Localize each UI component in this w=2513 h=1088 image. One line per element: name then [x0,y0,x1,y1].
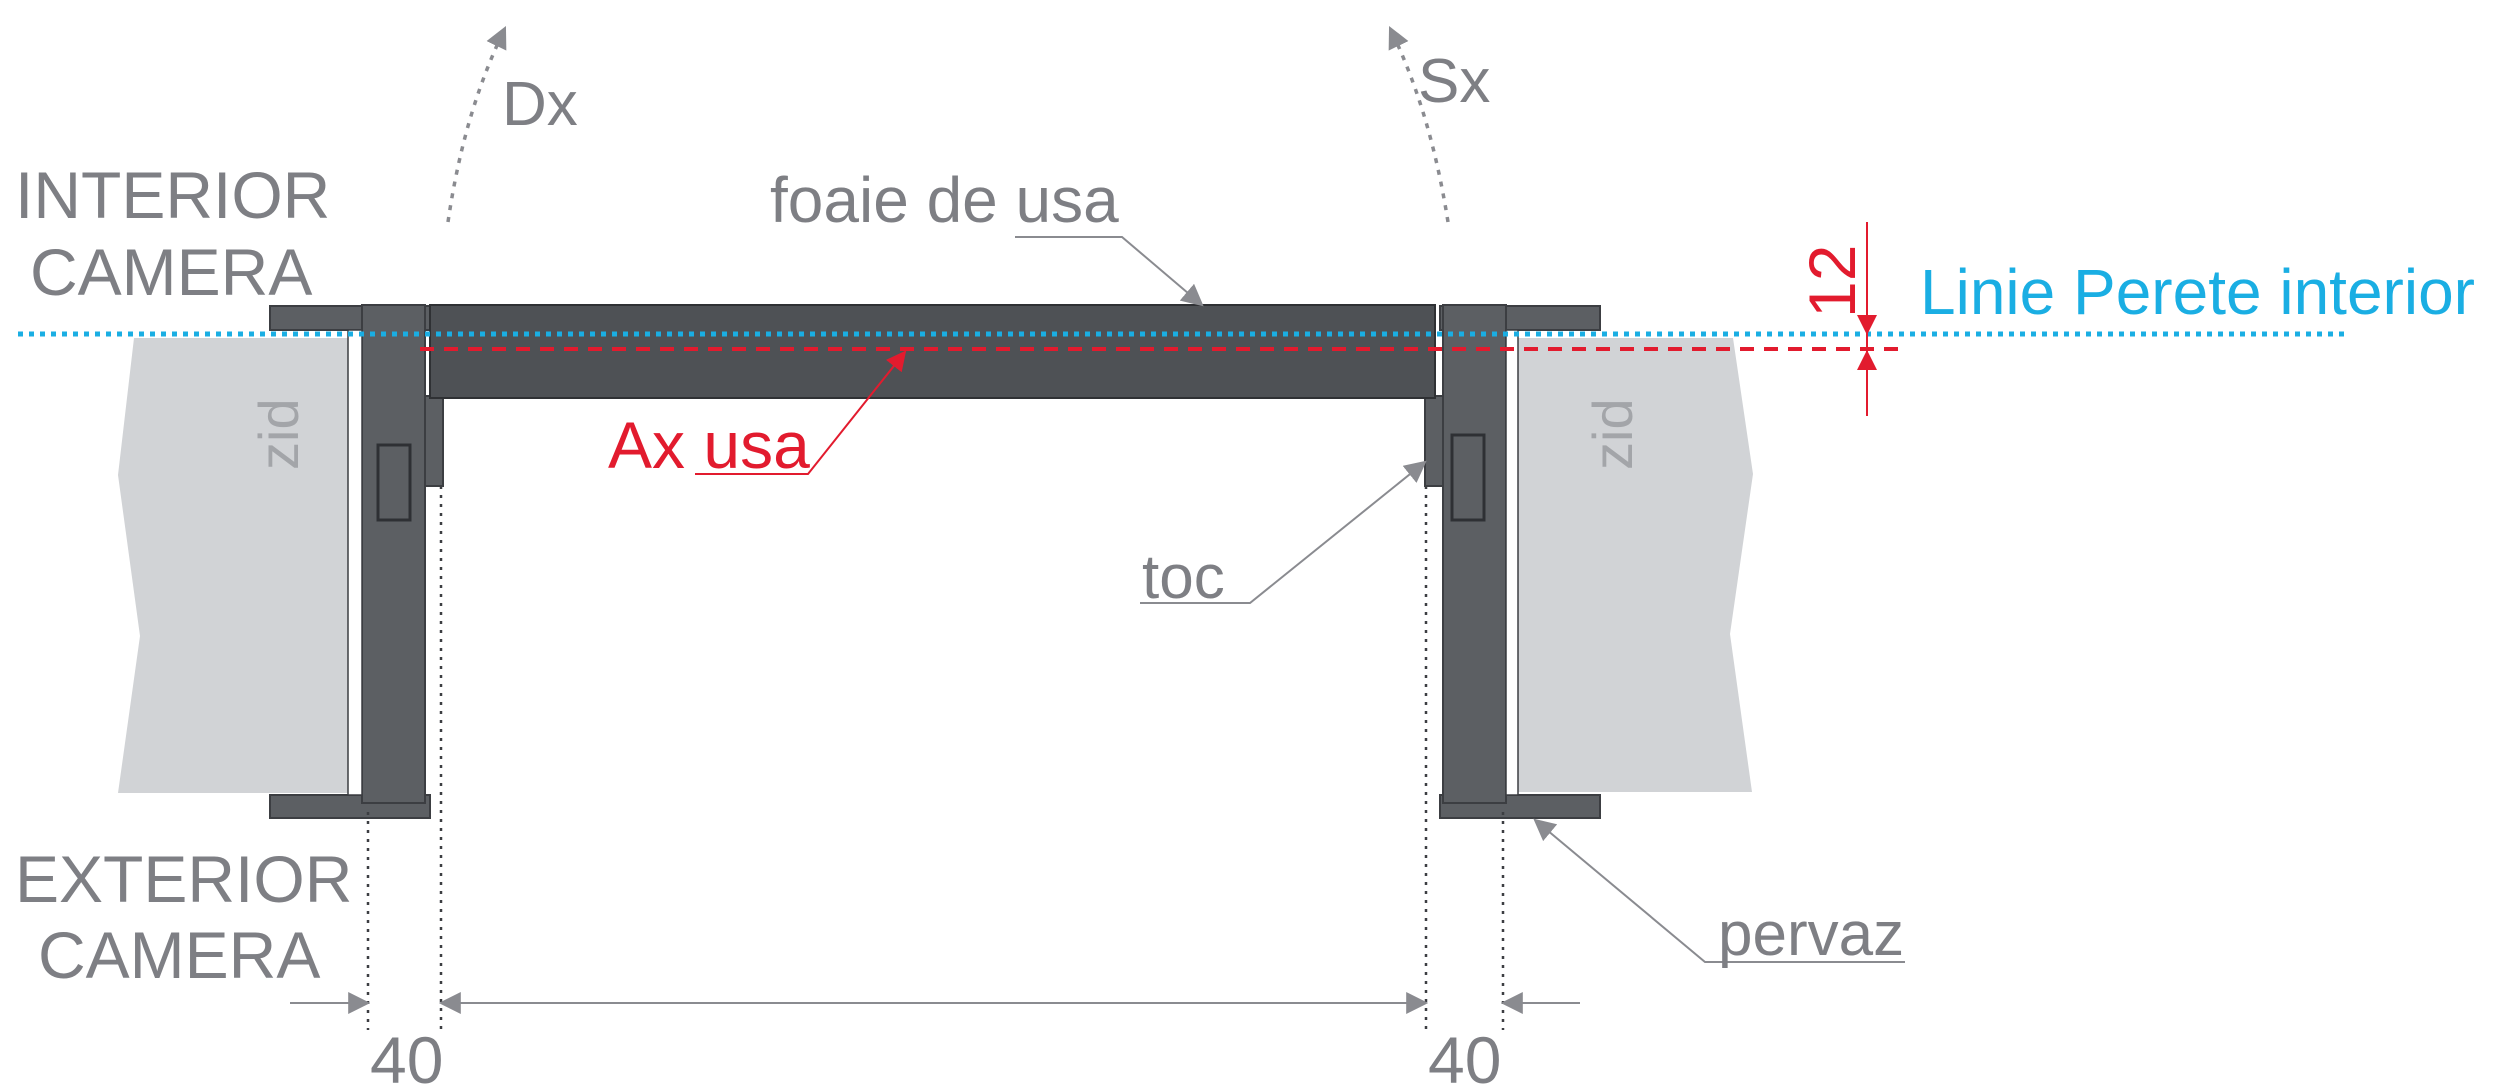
door-leaf-leader [1015,236,1204,307]
left-frame-groove [376,443,412,522]
swing-left-label: Sx [1418,47,1490,116]
casing-label: pervaz [1718,900,1904,969]
frame-label: toc [1142,543,1225,612]
exterior-room-label: EXTERIOR [15,842,352,916]
left-frame-stop [424,395,444,487]
right-wall-label: zid [1581,398,1644,470]
swing-right-label: Dx [502,70,578,139]
right-frame-groove [1450,433,1486,522]
offset-dimension-label: 12 [1795,245,1869,318]
left-wall [118,338,348,793]
left-wall-gap [347,329,363,796]
exterior-room-label-2: CAMERA [38,918,320,992]
frame-dimension-left-label: 40 [370,1023,443,1088]
frame-dimension-right-label: 40 [1428,1023,1501,1088]
interior-room-label: INTERIOR [15,158,330,232]
right-door-frame [1442,304,1507,804]
swing-arrow-right [446,26,507,223]
interior-room-label-2: CAMERA [30,235,312,309]
casing-leader [1533,818,1905,963]
door-leaf-label: foaie de usa [770,164,1119,236]
door-leaf [429,304,1436,399]
right-wall-gap [1505,329,1519,796]
right-frame-stop [1424,395,1444,487]
door-axis-leader [695,350,907,475]
swing-arrow-left [1388,26,1450,223]
frame-leader [1140,460,1427,604]
interior-wall-line-label: Linie Perete interior [1920,256,2475,328]
right-wall [1518,338,1753,792]
door-axis-label: Ax usa [608,408,810,482]
left-wall-label: zid [247,398,310,470]
left-door-frame [361,304,426,804]
